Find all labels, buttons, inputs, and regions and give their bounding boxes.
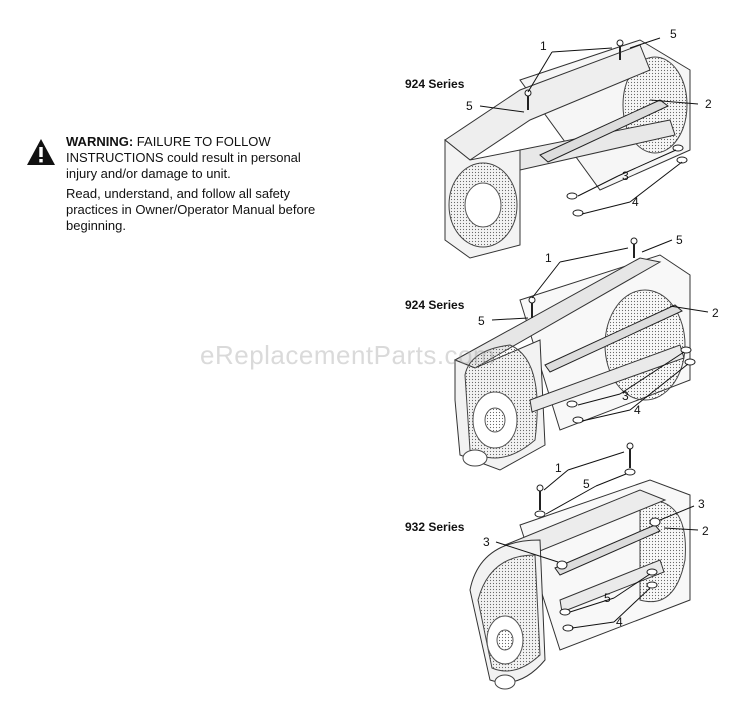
auger-housing-932-bottom bbox=[469, 442, 691, 690]
callout-4-a: 4 bbox=[632, 195, 639, 209]
auger-housing-924-top bbox=[444, 39, 691, 259]
series-label-top: 924 Series bbox=[405, 77, 465, 91]
callout-1-c: 1 bbox=[555, 461, 562, 475]
callout-5-d: 5 bbox=[478, 314, 485, 328]
warning-heading: WARNING: bbox=[66, 134, 134, 149]
callout-1-b: 1 bbox=[545, 251, 552, 265]
callout-3-c: 3 bbox=[483, 535, 490, 549]
series-label-bottom: 932 Series bbox=[405, 520, 465, 534]
warning-line-2: INSTRUCTIONS could result in personal bbox=[66, 150, 301, 165]
callouts-932-bottom bbox=[495, 451, 699, 629]
callout-4-b: 4 bbox=[634, 403, 641, 417]
auger-housing-924-middle bbox=[453, 237, 696, 471]
callout-5-f: 5 bbox=[604, 591, 611, 605]
callout-2-a: 2 bbox=[705, 97, 712, 111]
callout-2-b: 2 bbox=[712, 306, 719, 320]
series-label-middle: 924 Series bbox=[405, 298, 465, 312]
warning-para2-line1: Read, understand, and follow all safety bbox=[66, 186, 291, 201]
warning-heading-rest: FAILURE TO FOLLOW bbox=[136, 134, 271, 149]
warning-para2-line2: practices in Owner/Operator Manual befor… bbox=[66, 202, 316, 217]
callouts-924-middle bbox=[491, 239, 709, 422]
callouts-924-top bbox=[479, 37, 699, 215]
watermark: eReplacementParts.com bbox=[200, 340, 496, 370]
callout-3-d: 3 bbox=[698, 497, 705, 511]
warning-para2-line3: beginning. bbox=[66, 218, 126, 233]
callout-3-b: 3 bbox=[622, 389, 629, 403]
callout-5-c: 5 bbox=[676, 233, 683, 247]
callout-3-a: 3 bbox=[622, 169, 629, 183]
callout-5-e: 5 bbox=[583, 477, 590, 491]
callout-2-c: 2 bbox=[702, 524, 709, 538]
callout-5-a: 5 bbox=[670, 27, 677, 41]
callout-5-b: 5 bbox=[466, 99, 473, 113]
callout-4-c: 4 bbox=[616, 615, 623, 629]
warning-line-3: injury and/or damage to unit. bbox=[66, 166, 231, 181]
warning-triangle-icon bbox=[27, 139, 55, 165]
warning-text: WARNING: FAILURE TO FOLLOW INSTRUCTIONS … bbox=[66, 134, 356, 238]
callout-1-a: 1 bbox=[540, 39, 547, 53]
